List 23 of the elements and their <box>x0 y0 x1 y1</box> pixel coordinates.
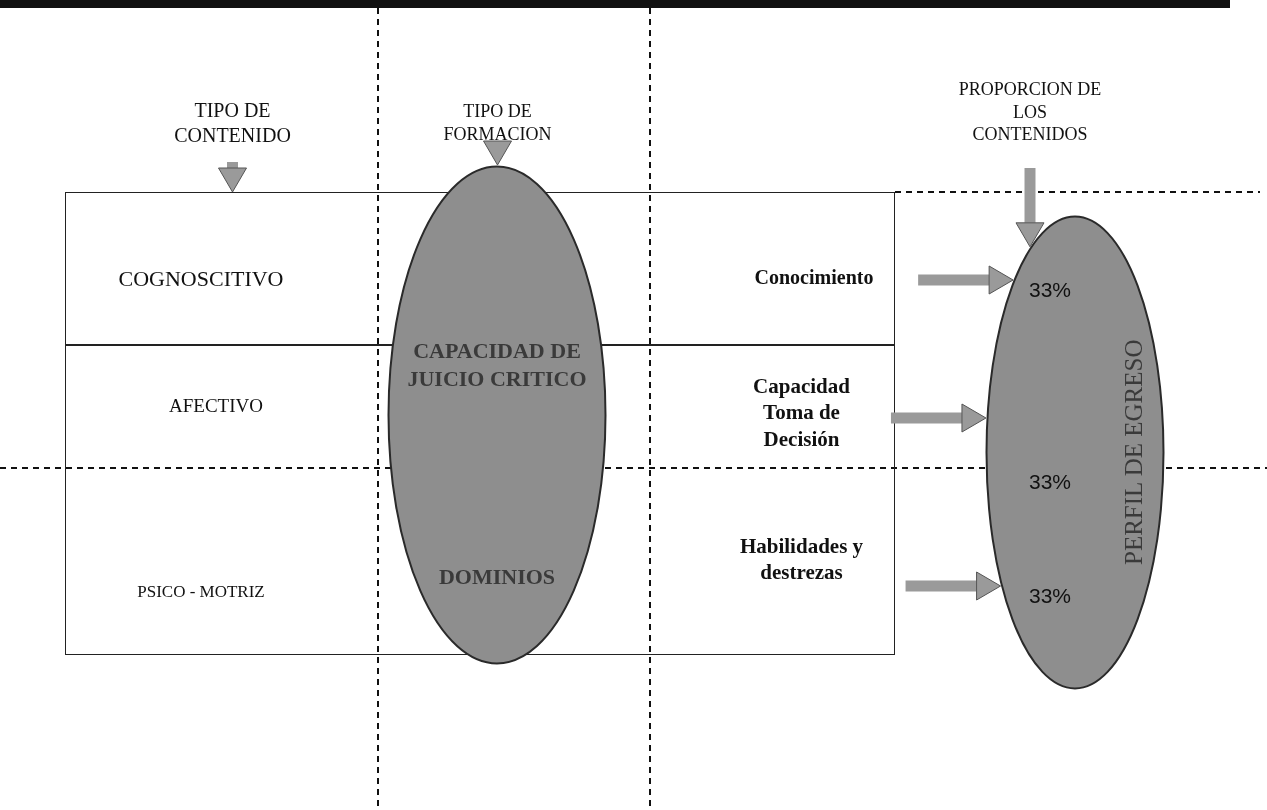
ellipse-shape <box>387 165 607 665</box>
ellipse-label: DOMINIOS <box>437 563 557 591</box>
column-header: PROPORCION DE LOS CONTENIDOS <box>957 78 1103 146</box>
cell-text: Capacidad Toma de Decisión <box>752 373 851 452</box>
percentage-label: 33% <box>1028 583 1072 609</box>
block-arrow <box>918 265 1014 295</box>
row-label: COGNOSCITIVO <box>117 265 285 293</box>
block-arrow <box>905 571 1002 601</box>
cell-text: Habilidades y destrezas <box>738 533 865 586</box>
percentage-label: 33% <box>1028 469 1072 495</box>
ellipse-label: CAPACIDAD DE JUICIO CRITICO <box>407 337 587 392</box>
block-arrow <box>483 140 512 166</box>
row-label: PSICO - MOTRIZ <box>136 581 266 603</box>
row-label: AFECTIVO <box>168 394 264 418</box>
column-header: TIPO DE FORMACION <box>442 100 553 145</box>
block-arrow <box>1015 168 1045 248</box>
block-arrow <box>218 162 247 193</box>
vertical-label: PERFIL DE EGRESO <box>1119 338 1148 568</box>
percentage-label: 33% <box>1028 277 1072 303</box>
cell-text: Conocimiento <box>753 265 875 290</box>
block-arrow <box>890 403 987 433</box>
column-header: TIPO DE CONTENIDO <box>173 98 292 148</box>
ellipse-shape <box>985 215 1165 690</box>
